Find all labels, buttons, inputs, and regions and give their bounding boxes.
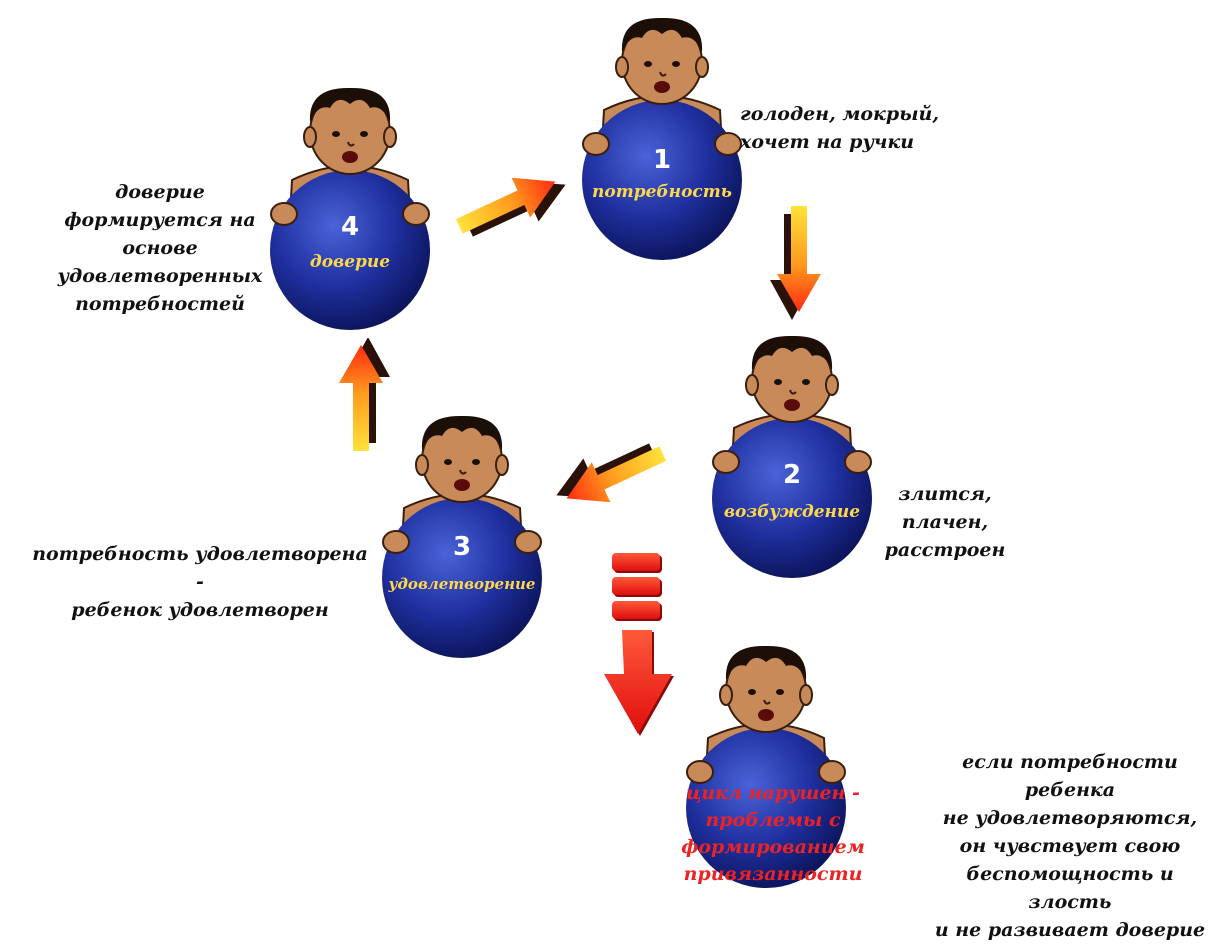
baby-stage-3: 3 удовлетворение <box>381 410 543 660</box>
arrow-2-to-3 <box>556 443 667 503</box>
arrow-broken-cycle <box>604 553 674 736</box>
arrow-4-to-1 <box>455 177 566 237</box>
baby-illustration <box>581 16 743 261</box>
stage-number: 1 <box>652 145 672 175</box>
broken-cycle-label: цикл нарушен - проблемы с формированием … <box>681 782 865 885</box>
baby-stage-2: 2 возбуждение <box>711 330 873 580</box>
caption-stage-1: голоден, мокрый, хочет на ручки <box>740 103 939 153</box>
stage-label: доверие <box>309 252 391 272</box>
caption-stage-4: доверие формируется на основе удовлетвор… <box>57 181 263 315</box>
baby-stage-4: 4 доверие <box>269 82 431 332</box>
caption-stage-3: потребность удовлетворена - ребенок удов… <box>32 543 368 621</box>
baby-illustration <box>711 334 873 579</box>
arrow-3-to-4 <box>339 338 390 451</box>
stage-label: удовлетворение <box>388 575 536 593</box>
baby-illustration <box>269 86 431 331</box>
stage-number: 2 <box>782 460 802 490</box>
stage-label: потребность <box>592 182 732 202</box>
caption-stage-2: злится, плачен, расстроен <box>884 483 1006 561</box>
baby-stage-1: 1 потребность <box>581 12 743 262</box>
arrow-1-to-2 <box>770 206 821 320</box>
stage-number: 3 <box>452 532 472 562</box>
stage-label: возбуждение <box>723 502 861 522</box>
stage-number: 4 <box>340 212 360 242</box>
caption-broken-cycle: если потребности ребенка не удовлетворяю… <box>934 751 1206 941</box>
